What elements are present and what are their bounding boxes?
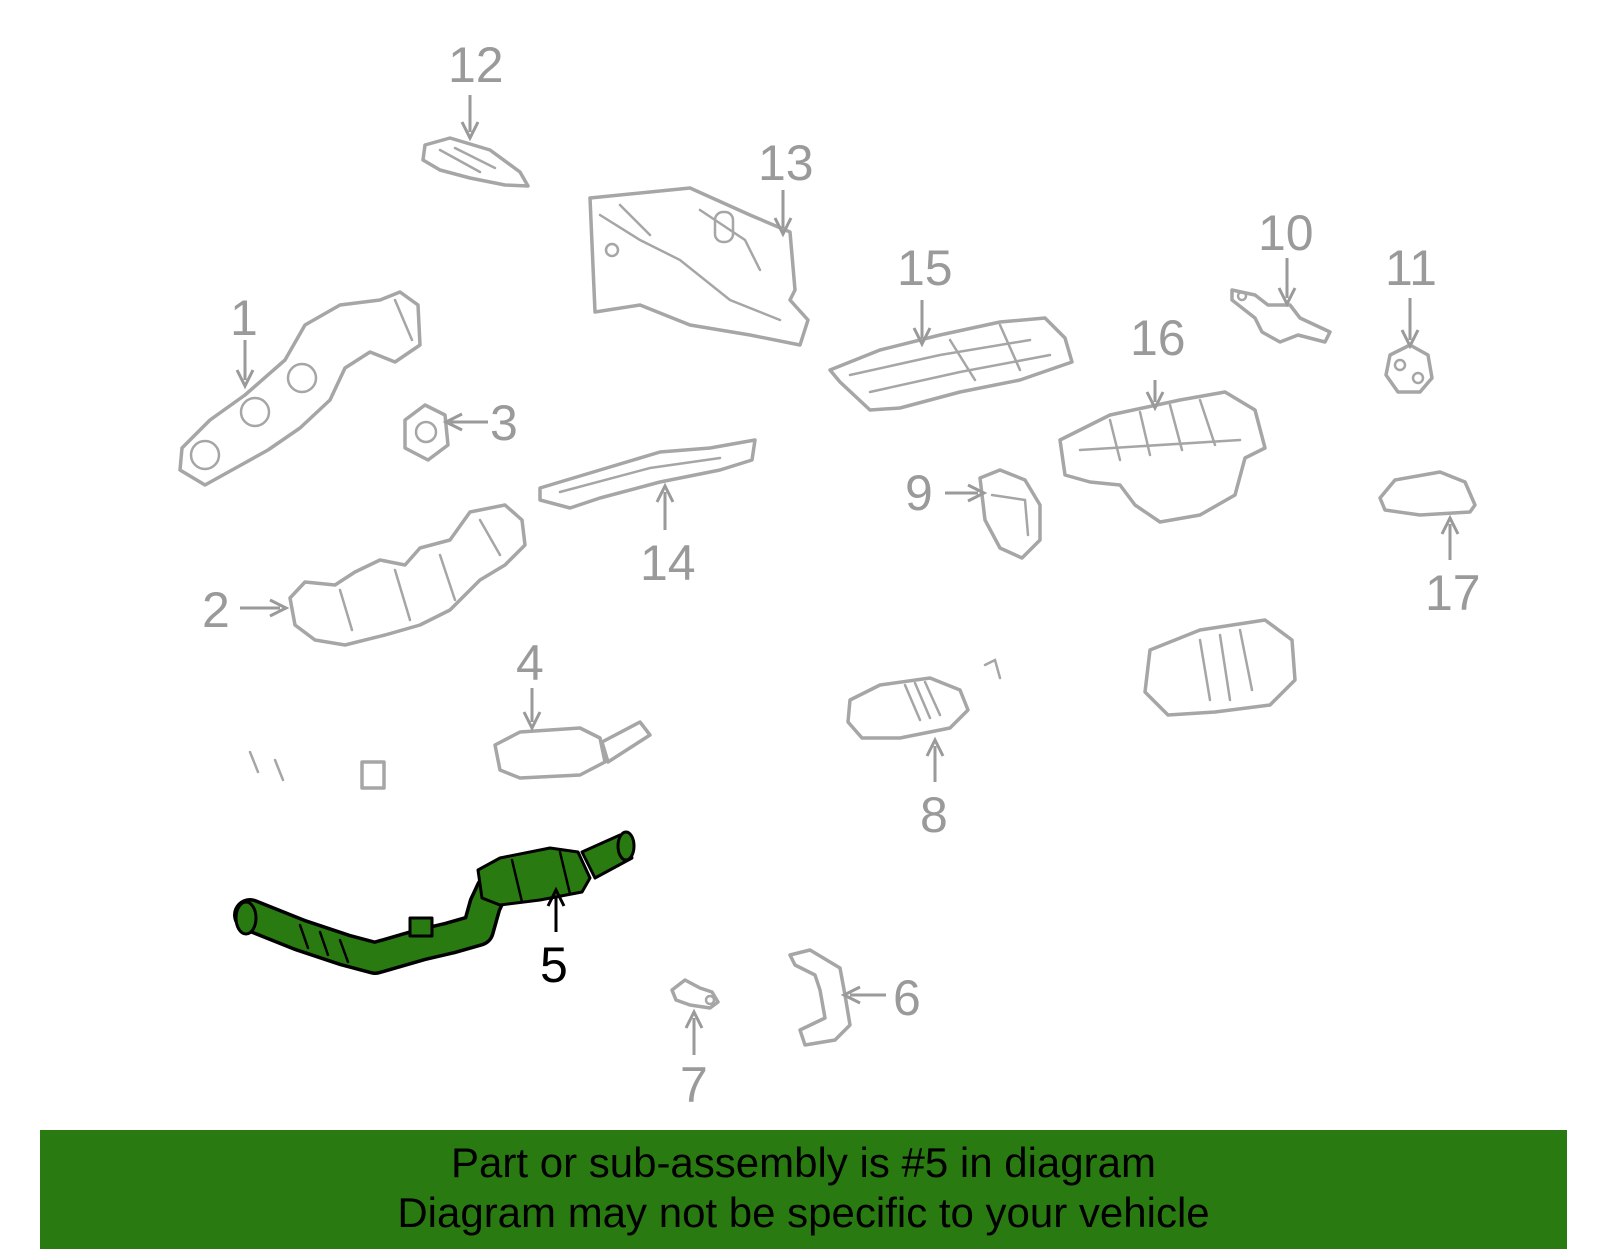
arrow-15 [912,327,932,348]
callout-15: 15 [897,240,953,296]
arrow-8 [925,736,945,757]
callout-13: 13 [758,135,814,191]
banner-line-disclaimer: Diagram may not be specific to your vehi… [397,1189,1210,1236]
arrow-10 [1277,287,1297,308]
callout-10: 10 [1258,205,1314,261]
exhaust-parts-diagram: 12 13 1 3 14 15 [178,37,1481,1113]
callout-14: 14 [640,535,696,591]
part-8-exhaust-pipe-muffler[interactable] [729,618,1386,741]
arrow-17 [1440,514,1460,535]
arrow-6 [840,985,861,1005]
callout-1: 1 [230,290,258,346]
part-9-bracket[interactable] [978,468,1042,560]
info-banner: Part or sub-assembly is #5 in diagram Di… [40,1130,1567,1249]
part-6-bracket[interactable] [788,948,852,1047]
part-4-front-pipe-converter[interactable] [199,720,652,796]
callout-16: 16 [1130,310,1186,366]
callout-12: 12 [448,37,504,93]
part-10-hanger[interactable] [1230,288,1332,344]
arrow-13 [773,217,793,238]
arrow-12 [460,121,480,142]
arrow-2 [269,598,290,618]
part-14-heat-shield[interactable] [538,438,757,510]
arrow-5 [546,886,566,907]
banner-line-part-number: Part or sub-assembly is #5 in diagram [451,1139,1156,1186]
callout-2: 2 [202,582,230,638]
arrow-16 [1145,391,1165,412]
callout-3: 3 [490,395,518,451]
part-17-cover[interactable] [1378,470,1477,517]
callout-8: 8 [920,787,948,843]
part-2-exhaust-manifold[interactable] [288,503,527,647]
arrow-4 [522,711,542,732]
callout-9: 9 [905,465,933,521]
arrow-9 [967,483,988,503]
part-11-rubber-mount[interactable] [1384,343,1434,394]
callout-5: 5 [540,937,568,993]
callout-17: 17 [1425,565,1481,621]
arrow-3 [442,412,463,432]
arrow-11 [1400,329,1420,350]
callout-7: 7 [680,1057,708,1113]
part-1-exhaust-manifold[interactable] [178,290,422,487]
arrow-14 [655,482,675,503]
arrow-7 [684,1008,704,1029]
part-7-clip[interactable] [670,978,720,1010]
part-5-catalytic-converter-pipe[interactable] [233,830,636,975]
part-16-heat-shield[interactable] [1058,390,1267,524]
part-3-gasket[interactable] [403,403,450,462]
callout-4: 4 [516,635,544,691]
callout-11: 11 [1385,240,1437,296]
arrow-1 [235,369,255,390]
callout-6: 6 [893,970,921,1026]
part-15-heat-shield[interactable] [828,316,1074,412]
part-12-heat-shield[interactable] [421,136,530,188]
part-13-heat-shield[interactable] [588,186,810,347]
